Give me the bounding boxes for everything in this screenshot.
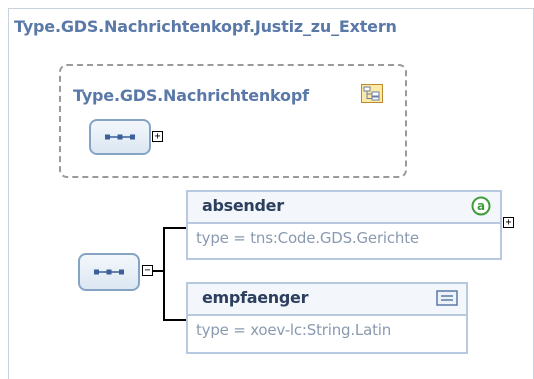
element-type: type = xoev-lc:String.Latin — [196, 321, 392, 339]
base-type-title: Type.GDS.Nachrichtenkopf — [73, 86, 309, 105]
connector-line — [163, 227, 187, 229]
attribute-icon-glyph: a — [477, 199, 485, 213]
element-absender[interactable]: absender type = tns:Code.GDS.Gerichte a — [186, 190, 502, 260]
element-type: type = tns:Code.GDS.Gerichte — [196, 229, 419, 247]
sequence-icon — [94, 269, 124, 275]
absender-expand-button[interactable]: + — [503, 217, 514, 228]
attribute-icon: a — [471, 196, 491, 216]
sequence-icon — [105, 134, 135, 140]
base-type-expand-button[interactable]: + — [152, 131, 163, 142]
element-header — [188, 284, 466, 316]
element-empfaenger[interactable]: empfaenger type = xoev-lc:String.Latin — [186, 282, 468, 354]
complex-type-title: Type.GDS.Nachrichtenkopf.Justiz_zu_Exter… — [14, 17, 397, 36]
sequence-collapse-button[interactable]: − — [142, 265, 153, 276]
connector-line — [153, 270, 165, 272]
base-type-box[interactable] — [59, 64, 407, 178]
simple-content-icon — [436, 290, 458, 306]
element-name: absender — [202, 196, 284, 215]
base-sequence-compositor[interactable] — [89, 119, 151, 155]
complex-type-icon — [361, 84, 383, 103]
sequence-compositor[interactable] — [78, 253, 140, 291]
element-name: empfaenger — [202, 288, 309, 307]
element-header — [188, 192, 500, 224]
connector-line — [163, 319, 187, 321]
connector-line — [163, 227, 165, 321]
